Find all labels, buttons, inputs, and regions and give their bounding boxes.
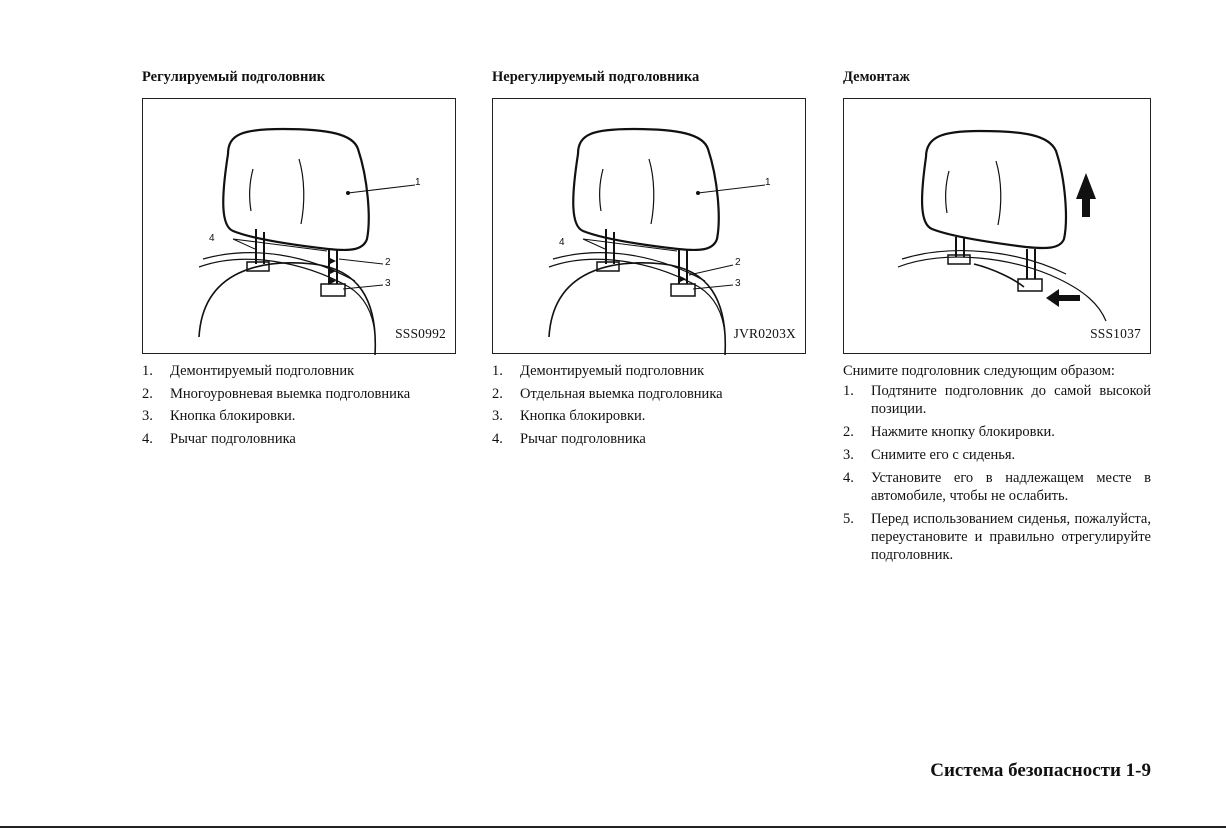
headrest-cushion (920, 129, 1068, 250)
callout-2: 2 (735, 257, 741, 268)
pull-up-arrow (1076, 173, 1096, 217)
parts-list: 1.Демонтируемый подголовник 2.Отдельная … (492, 362, 723, 452)
headrest-illustration (198, 127, 416, 355)
removal-steps-list: 1.Подтяните подголовник до самой высокой… (843, 382, 1151, 569)
callout-1: 1 (415, 177, 421, 188)
list-item: 2.Отдельная выемка подголовника (492, 385, 723, 402)
notch-marker (678, 275, 686, 283)
figure-code: JVR0203X (733, 326, 796, 341)
removal-intro: Снимите подголовник следующим образом: (843, 363, 1115, 379)
section-heading: Регулируемый подголовник (142, 69, 326, 85)
press-button-arrow (1046, 289, 1080, 307)
list-item: 1.Подтяните подголовник до самой высокой… (843, 383, 1151, 417)
list-item: 1.Демонтируемый подголовник (142, 363, 355, 379)
callout-2: 2 (385, 257, 391, 268)
headrest-illustration (548, 127, 766, 355)
bottom-divider (0, 826, 1226, 828)
list-item: 2.Многоуровневая выемка подголовника (142, 385, 411, 402)
list-item: 4.Рычаг подголовника (492, 430, 646, 447)
list-item: 3.Снимите его с сиденья. (843, 447, 1016, 463)
callout-4: 4 (209, 233, 215, 244)
list-item: 5.Перед использованием сиденья, пожалуйс… (843, 511, 1151, 563)
list-item: 3.Кнопка блокировки. (142, 408, 296, 425)
callout-4: 4 (559, 237, 565, 248)
headrest-cushion (572, 127, 720, 252)
page-footer-title: Система безопасности 1-9 (930, 760, 1151, 781)
seat-back-outline (198, 262, 377, 355)
section-heading: Демонтаж (843, 69, 910, 85)
figure-headrest-removal: SSS1037 (843, 98, 1151, 354)
list-item: 2.Нажмите кнопку блокировки. (843, 424, 1055, 440)
list-item: 1.Демонтируемый подголовник (492, 363, 705, 379)
parts-list: 1.Демонтируемый подголовник 2.Многоуровн… (142, 362, 410, 452)
headrest-removal-illustration (897, 129, 1107, 322)
callout-3: 3 (385, 278, 391, 289)
list-item: 4.Установите его в надлежащем месте в ав… (843, 470, 1151, 504)
callout-3: 3 (735, 278, 741, 289)
figure-code: SSS1037 (1090, 326, 1141, 341)
section-heading: Нерегулируемый подголовника (492, 69, 700, 85)
notch-markers (328, 277, 336, 285)
figure-adjustable-headrest: 1 4 2 3 SSS0992 (142, 98, 456, 355)
figure-fixed-headrest: 1 4 2 3 JVR0203X (492, 98, 806, 355)
figure-code: SSS0992 (395, 326, 446, 341)
list-item: 4.Рычаг подголовника (142, 430, 296, 447)
list-item: 3.Кнопка блокировки. (492, 408, 646, 425)
callout-1: 1 (765, 177, 771, 188)
headrest-cushion (222, 127, 370, 252)
